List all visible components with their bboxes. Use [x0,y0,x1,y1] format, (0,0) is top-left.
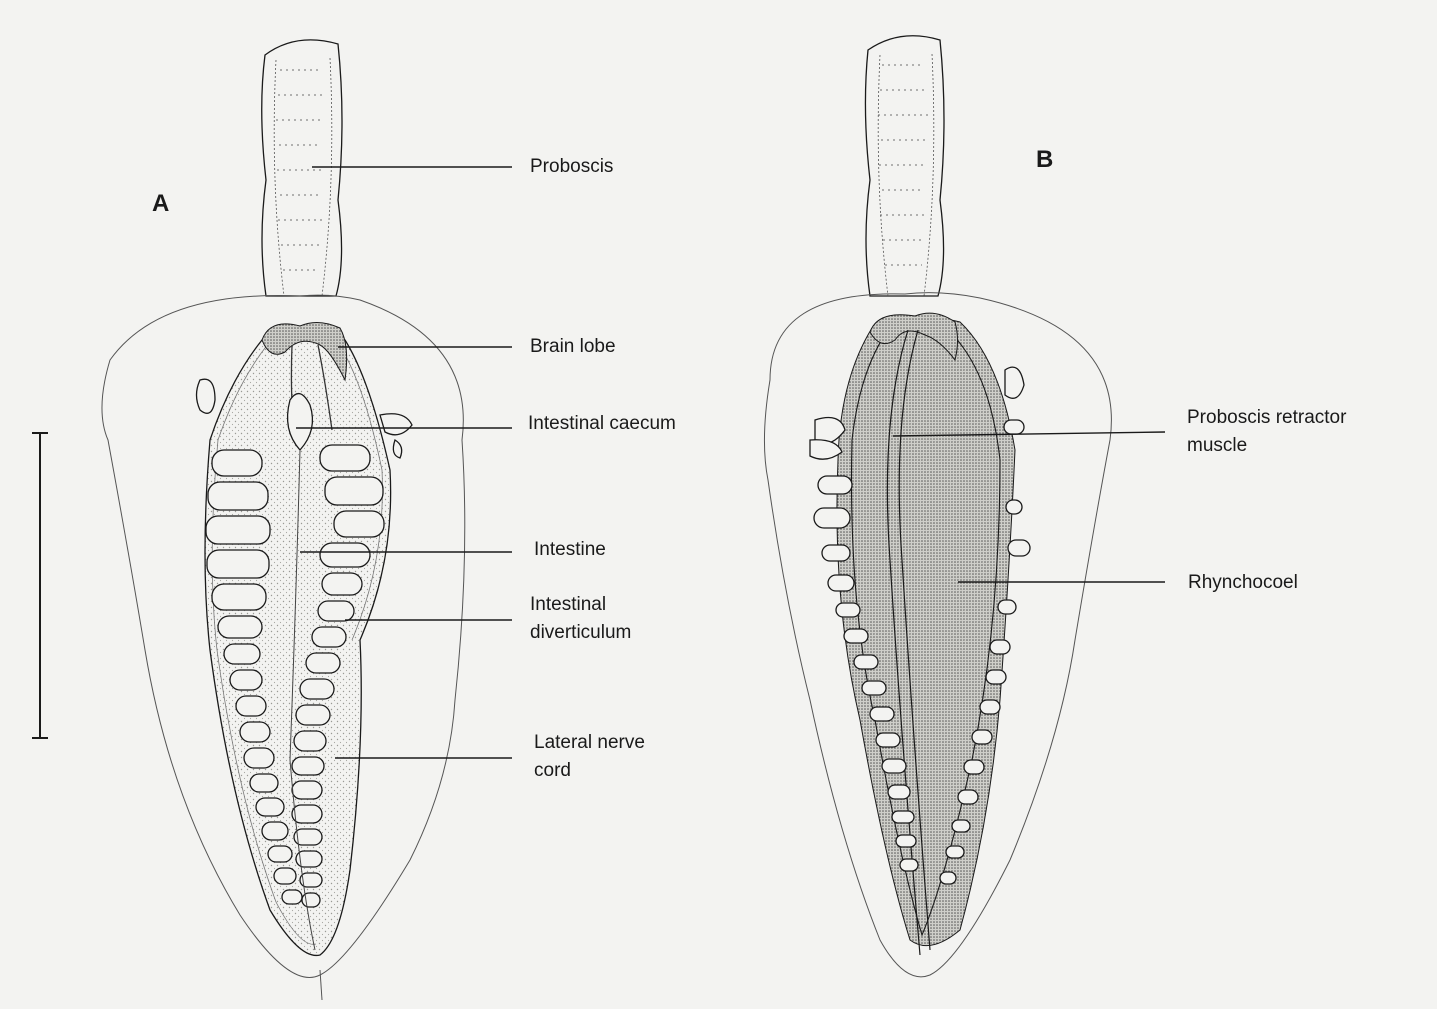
label-intestinal-caecum: Intestinal caecum [528,410,676,438]
label-proboscis-retractor-line2: muscle [1187,432,1247,460]
label-lateral-nerve-cord-line2: cord [534,757,571,785]
proboscis-b [865,36,944,296]
label-rhynchocoel: Rhynchocoel [1188,569,1298,597]
label-proboscis-retractor-line1: Proboscis retractor [1187,404,1346,432]
label-proboscis: Proboscis [530,153,613,181]
label-intestine: Intestine [534,536,606,564]
scale-bar [32,433,48,738]
panel-a-specimen [102,40,465,1000]
label-intestinal-diverticulum-line2: diverticulum [530,619,631,647]
panel-b-letter: B [1036,146,1053,174]
label-lateral-nerve-cord-line1: Lateral nerve [534,729,645,757]
label-intestinal-diverticulum-line1: Intestinal [530,591,606,619]
label-brain-lobe: Brain lobe [530,333,616,361]
panel-b-specimen [764,36,1111,977]
panel-a-letter: A [152,190,169,218]
proboscis-a [262,40,342,296]
